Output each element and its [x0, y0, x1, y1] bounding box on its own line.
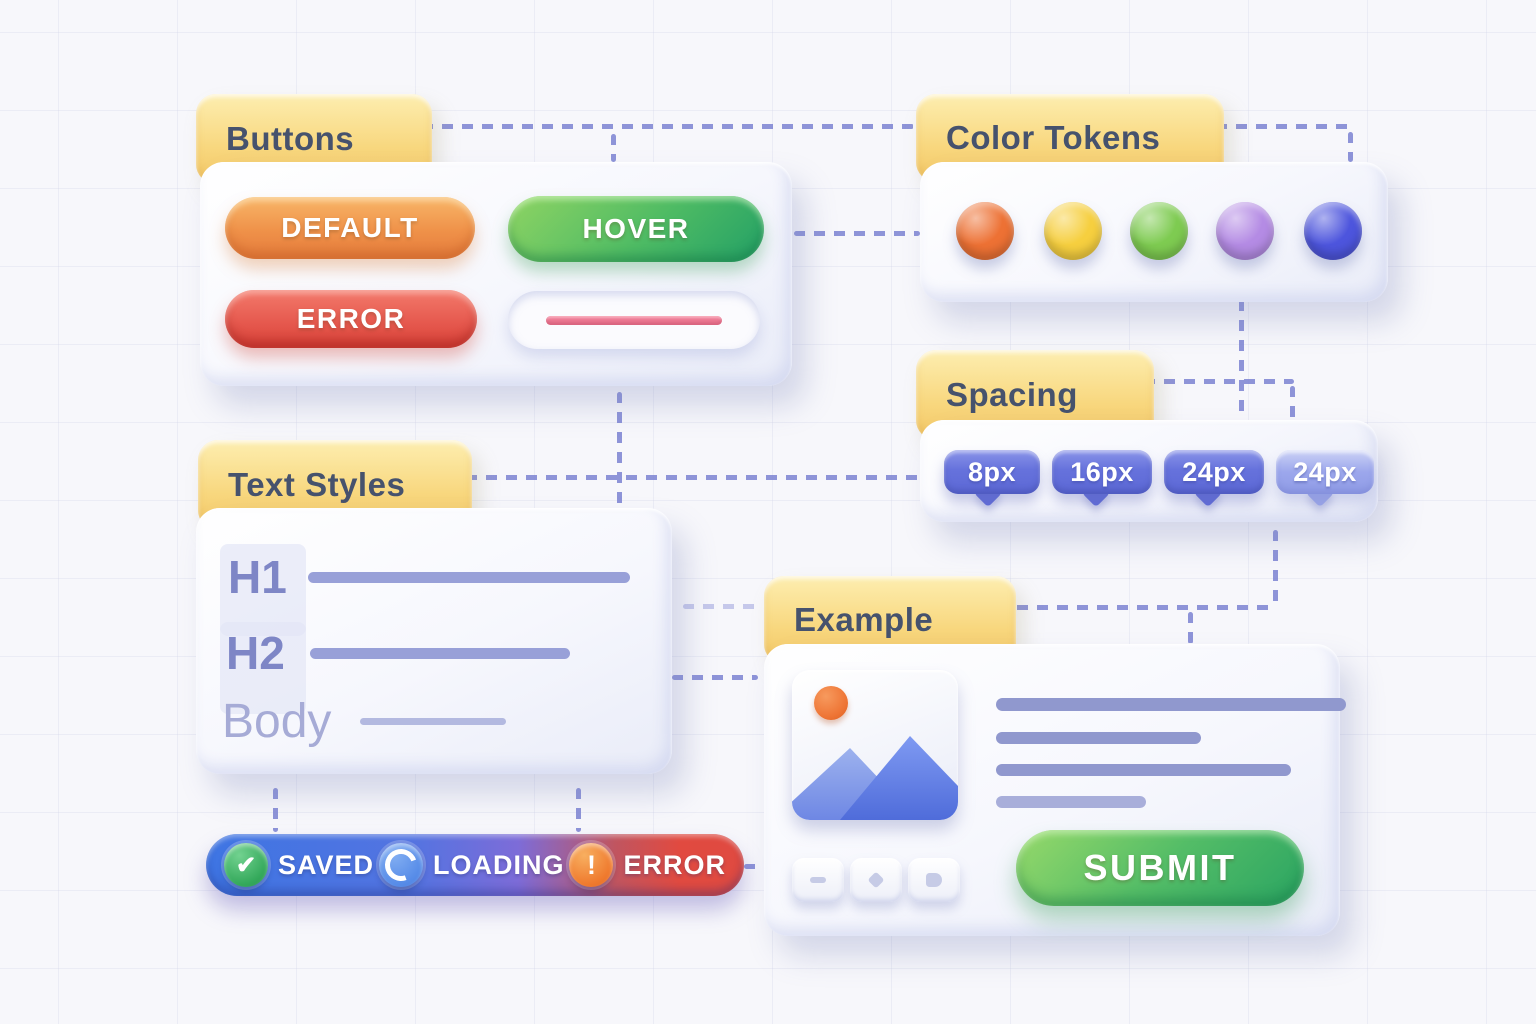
diamond-icon	[867, 871, 885, 889]
progress-line	[546, 315, 722, 325]
tab-color-tokens-label: Color Tokens	[946, 119, 1161, 156]
tab-text-styles-label: Text Styles	[228, 466, 406, 503]
connector-buttons-to-textstyles	[617, 392, 622, 510]
connector-textstyles-to-example-tab	[683, 604, 759, 609]
h2-highlight	[220, 622, 306, 714]
submit-button[interactable]: SUBMIT	[1016, 830, 1304, 906]
connector-buttons-to-colortokens	[402, 124, 914, 129]
check-icon: ✔	[224, 843, 268, 887]
loading-label: LOADING	[433, 849, 565, 880]
spacing-badge-16px-label: 16px	[1070, 456, 1134, 487]
progress-field[interactable]	[508, 291, 760, 349]
spacing-badge-24px-faded[interactable]: 24px	[1276, 450, 1374, 494]
connector-textstyles-to-example-panel	[672, 675, 758, 680]
mini-button-square[interactable]	[908, 858, 960, 902]
body-line	[360, 718, 506, 725]
exclamation-icon: !	[569, 843, 614, 887]
h1-highlight	[220, 544, 306, 636]
error-button[interactable]: ERROR	[225, 290, 477, 348]
text-styles-panel: H1 H2 Body	[196, 508, 672, 774]
buttons-panel: DEFAULT HOVER ERROR	[200, 162, 792, 386]
example-text-line-4	[996, 796, 1146, 808]
connector-spacing-tab-right	[1124, 379, 1294, 384]
tab-example-label: Example	[794, 601, 934, 638]
example-text-line-1	[996, 698, 1346, 711]
connector-colortokens-to-spacing	[1239, 300, 1244, 420]
spacing-panel: 8px 16px 24px 24px	[920, 420, 1378, 522]
status-bar: ✔ SAVED LOADING ! ERROR	[206, 834, 744, 896]
spacing-badge-24px-label: 24px	[1182, 456, 1246, 487]
sun-icon	[814, 686, 848, 720]
spacing-badge-8px-label: 8px	[967, 456, 1017, 487]
h1-sample: H1	[228, 551, 287, 603]
dash-icon	[810, 877, 826, 883]
spacing-badge-16px[interactable]: 16px	[1052, 450, 1152, 494]
connector-colortokens-tab-right	[1196, 124, 1352, 129]
spacing-badge-24px[interactable]: 24px	[1164, 450, 1264, 494]
submit-button-label: SUBMIT	[1083, 847, 1237, 888]
error-label: ERROR	[623, 849, 726, 880]
status-saved[interactable]: ✔ SAVED	[224, 843, 374, 887]
h2-sample: H2	[226, 627, 285, 679]
tab-buttons-label: Buttons	[226, 120, 355, 157]
status-error[interactable]: ! ERROR	[569, 843, 726, 887]
square-icon	[926, 873, 942, 887]
example-text-line-2	[996, 732, 1201, 744]
connector-buttons-panel-to-colortokens-panel	[794, 231, 920, 236]
connector-example-tab-right	[997, 605, 1275, 610]
h2-line	[310, 648, 570, 659]
orange-token[interactable]	[956, 202, 1014, 260]
spacing-badge-24px-faded-label: 24px	[1293, 456, 1357, 487]
connector-spacing-tab-down	[1290, 386, 1295, 422]
mountains-icon	[792, 736, 958, 820]
status-loading[interactable]: LOADING	[379, 843, 565, 887]
blue-token[interactable]	[1304, 202, 1362, 260]
example-panel: SUBMIT	[764, 644, 1346, 936]
mini-button-dash[interactable]	[792, 858, 844, 902]
green-token[interactable]	[1130, 202, 1188, 260]
default-button-label: DEFAULT	[281, 212, 419, 243]
saved-label: SAVED	[278, 849, 375, 880]
default-button[interactable]: DEFAULT	[225, 197, 475, 259]
image-placeholder	[792, 670, 958, 820]
connector-colortokens-tab-down	[1348, 132, 1353, 162]
body-sample: Body	[222, 695, 332, 748]
mini-button-diamond[interactable]	[850, 858, 902, 902]
yellow-token[interactable]	[1044, 202, 1102, 260]
hover-button[interactable]: HOVER	[508, 196, 764, 262]
connector-example-panel-stub	[1188, 612, 1193, 644]
connector-example-to-spacing	[1273, 530, 1278, 606]
connector-textstyles-to-statusbar-left	[273, 788, 278, 832]
purple-token[interactable]	[1216, 202, 1274, 260]
tab-spacing-label: Spacing	[946, 376, 1078, 413]
error-button-label: ERROR	[296, 303, 406, 334]
spinner-icon	[379, 843, 423, 887]
connector-stub-buttons-panel	[611, 134, 616, 162]
spacing-badge-8px[interactable]: 8px	[944, 450, 1040, 494]
hover-button-label: HOVER	[582, 213, 690, 244]
connector-textstyles-to-statusbar-right	[576, 788, 581, 832]
connector-textstyles-to-spacing	[446, 475, 922, 480]
h1-line	[308, 572, 630, 583]
color-tokens-panel	[920, 162, 1388, 302]
example-text-line-3	[996, 764, 1291, 776]
